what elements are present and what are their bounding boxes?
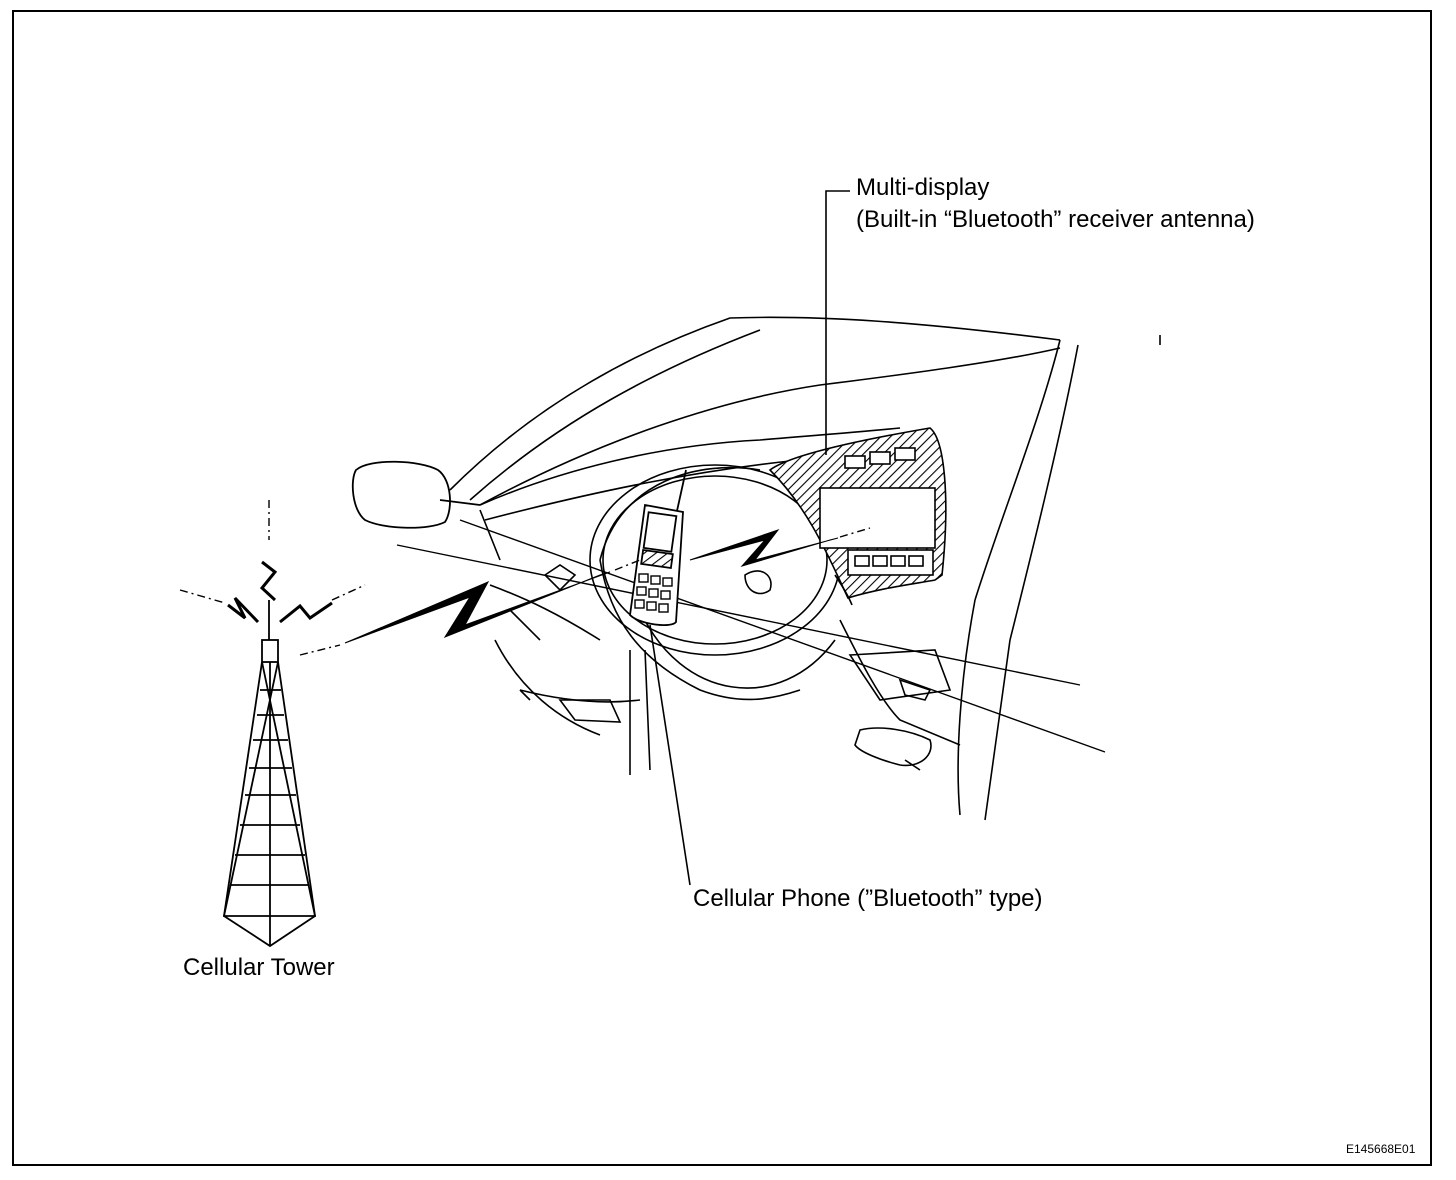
leader-lines bbox=[649, 190, 850, 886]
cellular-tower-icon bbox=[222, 600, 317, 948]
multi-display-unit bbox=[768, 427, 947, 606]
side-mirror bbox=[351, 460, 481, 529]
cellular-phone-icon bbox=[629, 469, 687, 626]
figure-code: E145668E01 bbox=[1346, 1142, 1416, 1156]
cellular-tower-label: Cellular Tower bbox=[183, 954, 335, 981]
perspective-lines bbox=[396, 519, 1106, 753]
diagram-frame bbox=[12, 10, 1432, 1166]
multi-display-label-line2: (Built-in “Bluetooth” receiver antenna) bbox=[856, 206, 1255, 233]
cellular-phone-label: Cellular Phone (”Bluetooth” type) bbox=[693, 885, 1043, 912]
radio-wave-signals bbox=[179, 500, 871, 656]
car-interior bbox=[449, 316, 1161, 821]
multi-display-label-line1: Multi-display bbox=[856, 174, 990, 201]
multi-display-label: Multi-display (Built-in “Bluetooth” rece… bbox=[856, 172, 1255, 236]
